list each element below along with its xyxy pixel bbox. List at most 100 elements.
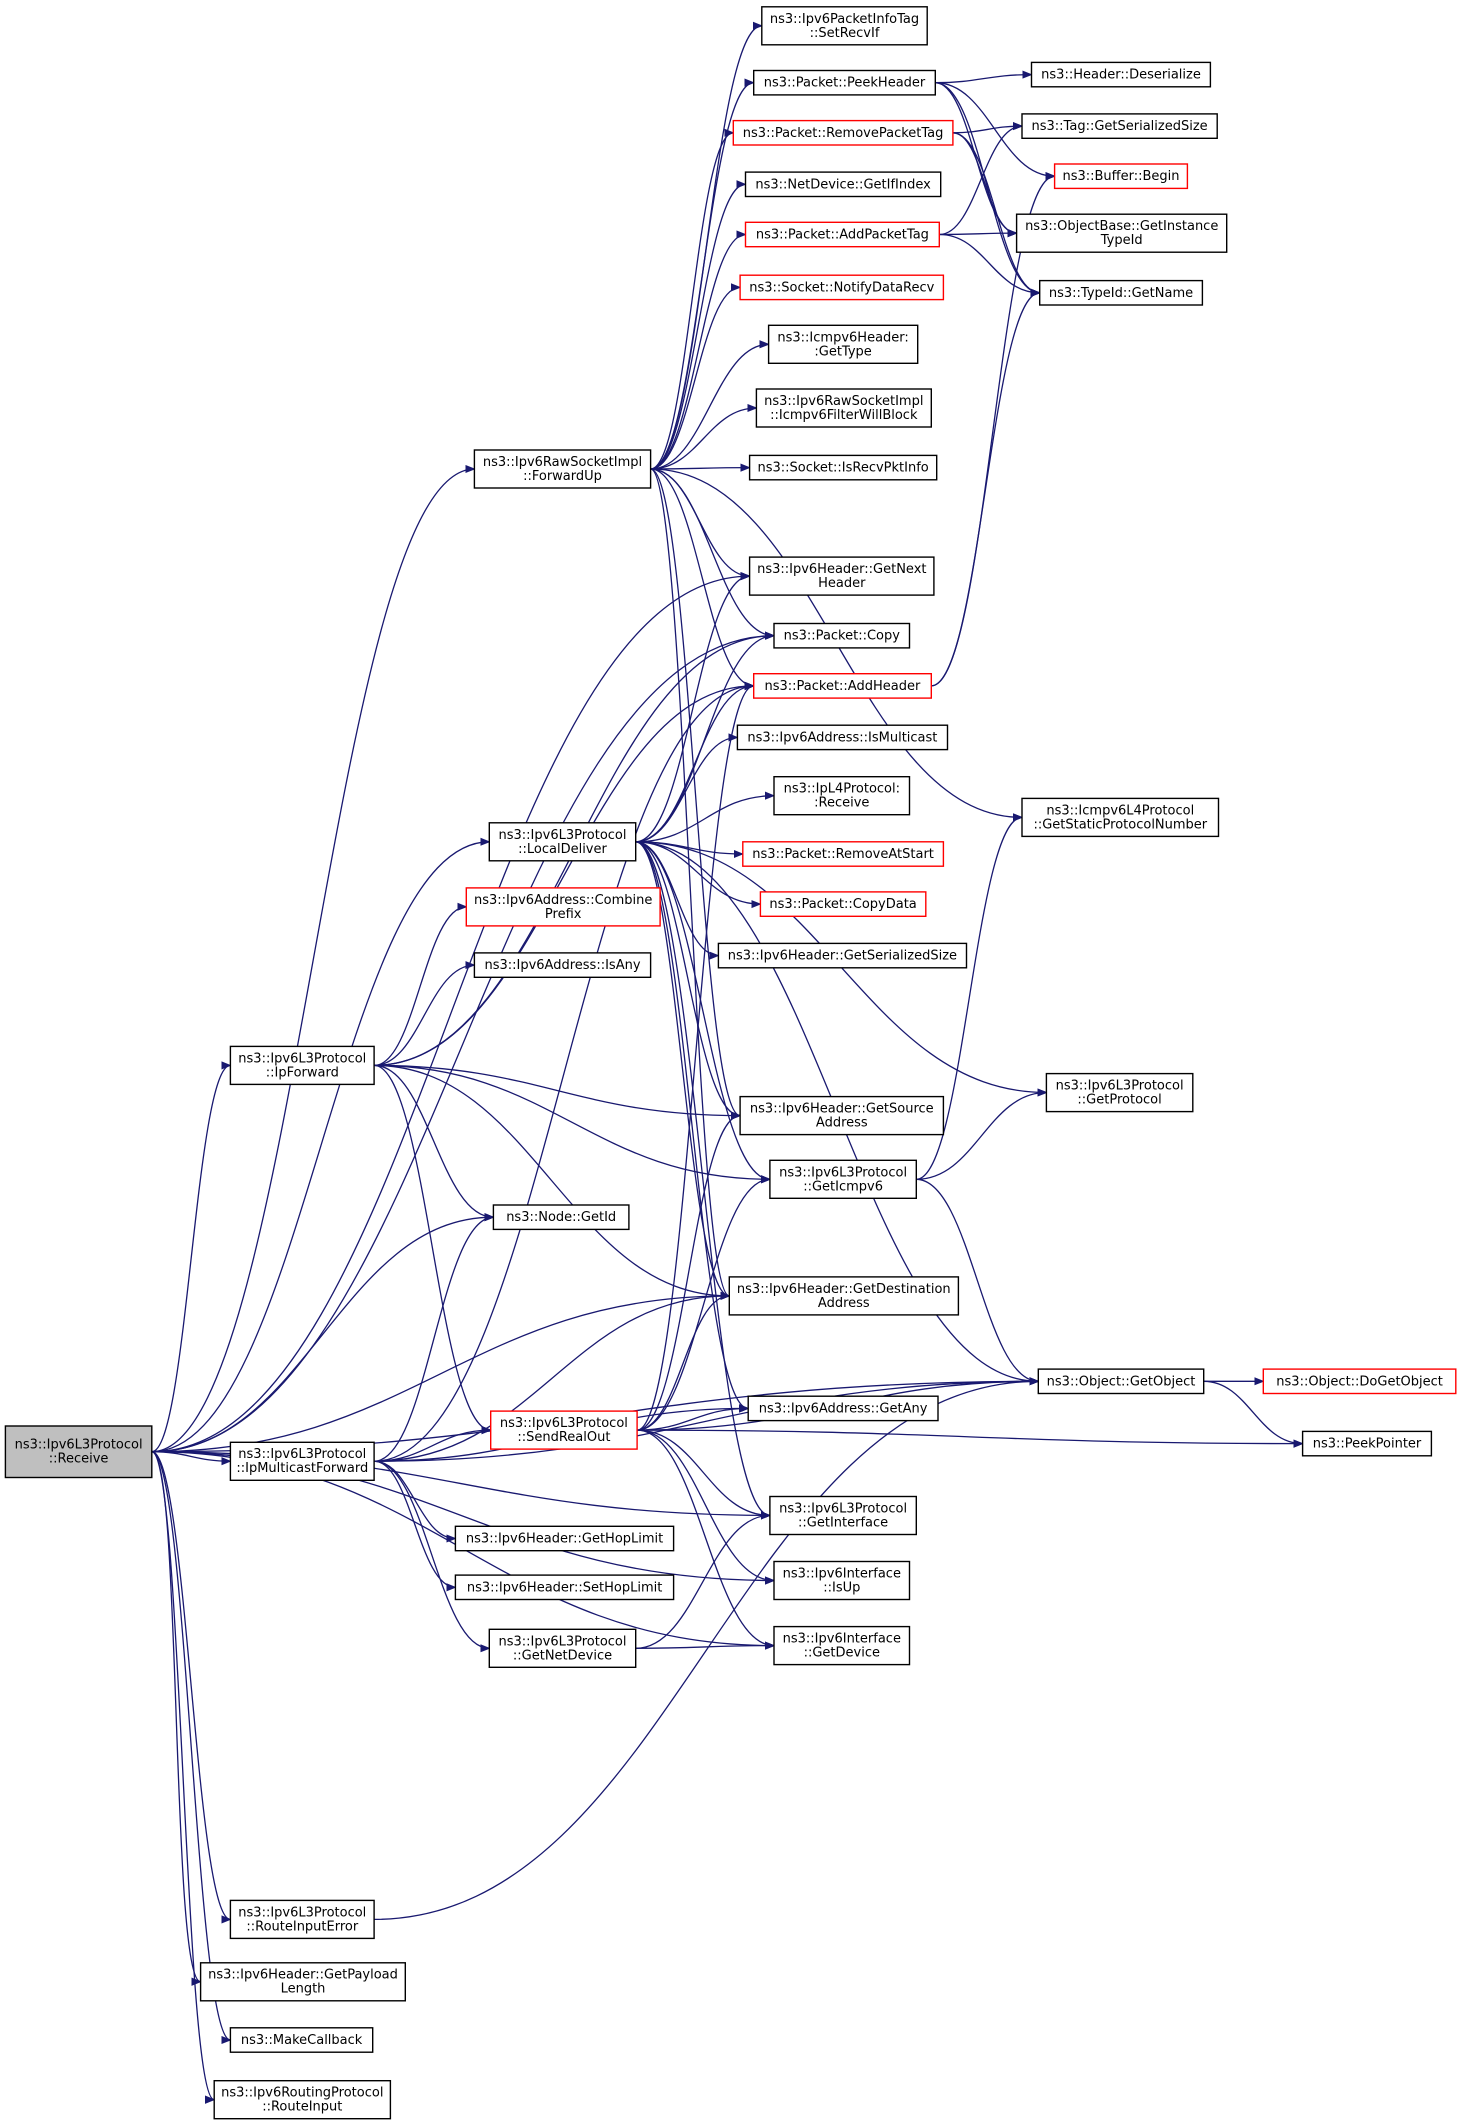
node-label: ns3::Packet::RemovePacketTag: [743, 126, 944, 141]
edge-localdeliver-to-getsourceaddr: [635, 841, 741, 1116]
node-isany[interactable]: ns3::Ipv6Address::IsAny: [473, 952, 652, 979]
node-label: ns3::Ipv6Interface: [783, 1632, 901, 1647]
node-icmpgettype[interactable]: ns3::Icmpv6Header::GetType: [767, 324, 919, 364]
node-l4receive[interactable]: ns3::IpL4Protocol::Receive: [773, 776, 911, 816]
node-typeidgetname[interactable]: ns3::TypeId::GetName: [1038, 279, 1204, 306]
edge-forwardup-to-isrecvpktinfo: [650, 468, 750, 469]
node-peekpointer[interactable]: ns3::PeekPointer: [1301, 1430, 1433, 1457]
node-getserializedsize[interactable]: ns3::Ipv6Header::GetSerializedSize: [717, 942, 968, 969]
node-routeinput[interactable]: ns3::Ipv6RoutingProtocol::RouteInput: [213, 2079, 392, 2120]
node-getinterface[interactable]: ns3::Ipv6L3Protocol::GetInterface: [769, 1495, 918, 1536]
node-addheader[interactable]: ns3::Packet::AddHeader: [753, 673, 933, 699]
node-taggetsize[interactable]: ns3::Tag::GetSerializedSize: [1021, 113, 1218, 140]
node-box: [229, 1441, 375, 1482]
node-box: [747, 1395, 939, 1422]
node-box: [492, 1204, 630, 1231]
node-ismulticast[interactable]: ns3::Ipv6Address::IsMulticast: [736, 724, 949, 751]
edge-ipforward-to-addheader: [374, 686, 754, 1067]
node-isup[interactable]: ns3::Ipv6Interface::IsUp: [773, 1560, 911, 1601]
edge-peekheader-to-deserialize: [935, 75, 1031, 84]
edge-sendrealout-to-getinterface: [637, 1429, 770, 1515]
node-label: ns3::Ipv6L3Protocol: [238, 1905, 366, 1920]
edge-addpackettag-to-typeidgetname: [939, 233, 1039, 293]
node-label: ns3::Ipv6L3Protocol: [238, 1051, 366, 1066]
node-box: [773, 776, 911, 816]
node-label: ns3::Ipv6Address::IsMulticast: [747, 730, 937, 745]
node-getdevice[interactable]: ns3::Ipv6Interface::GetDevice: [773, 1625, 911, 1666]
node-box: [744, 221, 941, 248]
node-label: ns3::ObjectBase::GetInstance: [1025, 219, 1218, 234]
edge-ipmcast-to-getdestaddr: [374, 1296, 729, 1462]
edge-localdeliver-to-geticmpv6: [635, 841, 770, 1180]
node-box: [748, 454, 938, 481]
node-receive[interactable]: ns3::Ipv6L3Protocol::Receive: [4, 1425, 153, 1479]
node-sethoplimit[interactable]: ns3::Ipv6Header::SetHopLimit: [454, 1574, 675, 1601]
node-ipmcast[interactable]: ns3::Ipv6L3Protocol::IpMulticastForward: [229, 1441, 375, 1482]
edge-localdeliver-to-getany: [635, 841, 749, 1409]
node-deserialize[interactable]: ns3::Header::Deserialize: [1030, 61, 1212, 88]
edge-ipforward-to-geticmpv6: [374, 1064, 770, 1179]
node-label: ::RouteInputError: [246, 1919, 359, 1934]
edge-receive-to-ipforward: [151, 1065, 231, 1453]
node-box: [1301, 1430, 1433, 1457]
node-label: ns3::Socket::NotifyDataRecv: [749, 280, 934, 295]
node-ipforward[interactable]: ns3::Ipv6L3Protocol::IpForward: [229, 1045, 375, 1086]
node-label: ::GetProtocol: [1077, 1093, 1161, 1108]
node-box: [742, 841, 945, 867]
node-label: ns3::MakeCallback: [241, 2033, 363, 2048]
node-isrecvpktinfo[interactable]: ns3::Socket::IsRecvPktInfo: [748, 454, 938, 481]
node-gethoplimit[interactable]: ns3::Ipv6Header::GetHopLimit: [454, 1525, 675, 1552]
node-getprotocol[interactable]: ns3::Ipv6L3Protocol::GetProtocol: [1045, 1072, 1194, 1113]
node-localdeliver[interactable]: ns3::Ipv6L3Protocol::LocalDeliver: [488, 822, 637, 862]
node-peekheader[interactable]: ns3::Packet::PeekHeader: [753, 69, 937, 96]
node-packetcopy[interactable]: ns3::Packet::Copy: [773, 622, 911, 649]
node-copydata[interactable]: ns3::Packet::CopyData: [759, 891, 927, 918]
node-label: ns3::Node::GetId: [506, 1210, 616, 1225]
node-label: ns3::Packet::Copy: [784, 629, 901, 644]
node-box: [755, 388, 933, 428]
node-box: [1030, 61, 1212, 88]
node-makecallback[interactable]: ns3::MakeCallback: [229, 2027, 374, 2053]
node-bufferbegin[interactable]: ns3::Buffer::Begin: [1053, 163, 1189, 190]
node-label: ns3::Ipv6L3Protocol: [1056, 1079, 1184, 1094]
node-routeinputerror[interactable]: ns3::Ipv6L3Protocol::RouteInputError: [229, 1899, 375, 1940]
node-geticmpv6[interactable]: ns3::Ipv6L3Protocol::GetIcmpv6: [769, 1159, 918, 1200]
node-label: ::SetRecvIf: [810, 26, 880, 41]
node-box: [748, 556, 935, 596]
node-filterwillblock[interactable]: ns3::Ipv6RawSocketImpl::Icmpv6FilterWill…: [755, 388, 933, 428]
node-label: ::GetIcmpv6: [803, 1179, 883, 1194]
edge-ipforward-to-sendrealout: [374, 1064, 491, 1430]
node-box: [728, 1276, 960, 1316]
edge-receive-to-getpayloadlen: [151, 1451, 201, 1982]
node-box: [454, 1525, 675, 1552]
node-staticprotonum[interactable]: ns3::Icmpv6L4Protocol::GetStaticProtocol…: [1021, 797, 1220, 838]
node-addpackettag[interactable]: ns3::Packet::AddPacketTag: [744, 221, 941, 248]
edge-forwardup-to-peekheader: [650, 83, 754, 470]
node-sendrealout[interactable]: ns3::Ipv6L3Protocol::SendRealOut: [490, 1410, 638, 1450]
node-removeatstart[interactable]: ns3::Packet::RemoveAtStart: [742, 841, 945, 867]
node-removepackettag[interactable]: ns3::Packet::RemovePacketTag: [732, 119, 954, 146]
node-forwardup[interactable]: ns3::Ipv6RawSocketImpl::ForwardUp: [473, 449, 652, 489]
node-box: [1053, 163, 1189, 190]
node-getany[interactable]: ns3::Ipv6Address::GetAny: [747, 1395, 939, 1422]
edge-addpackettag-to-taggetsize: [939, 126, 1023, 236]
node-box: [199, 1962, 407, 2002]
node-setrecvif[interactable]: ns3::Ipv6PacketInfoTag::SetRecvIf: [761, 6, 928, 46]
edge-sendrealout-to-geticmpv6: [637, 1179, 770, 1431]
edge-localdeliver-to-getnextheader: [635, 576, 750, 843]
node-dogetobject[interactable]: ns3::Object::DoGetObject: [1262, 1368, 1457, 1395]
node-getobject[interactable]: ns3::Object::GetObject: [1037, 1368, 1205, 1395]
node-nodegetid[interactable]: ns3::Node::GetId: [492, 1204, 630, 1231]
edge-ipmcast-to-nodegetid: [374, 1217, 493, 1462]
edge-removepackettag-to-typeidgetname: [952, 132, 1040, 293]
node-getnetdevice[interactable]: ns3::Ipv6L3Protocol::GetNetDevice: [488, 1628, 637, 1669]
node-getifindex[interactable]: ns3::NetDevice::GetIfIndex: [744, 171, 942, 198]
node-notifydatarecv[interactable]: ns3::Socket::NotifyDataRecv: [739, 274, 945, 301]
edge-ipmcast-to-gethoplimit: [374, 1460, 455, 1538]
